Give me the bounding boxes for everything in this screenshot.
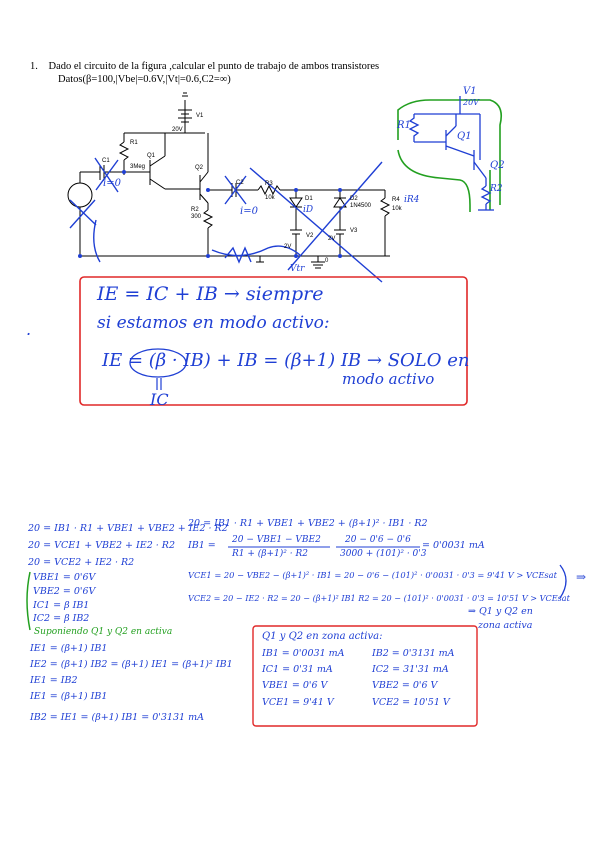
label-v2: V2 [306,233,314,239]
work-left2-0: IE1 = (β+1) IB1 [30,643,108,654]
work-ib1-lhs: IB1 = [188,540,216,551]
sketch-v1: V1 [463,86,477,97]
result-ib2: IB2 = 0'3131 mA [372,648,455,659]
sketch-v1-val: 20V [463,98,479,107]
work-ib1-num: 20 − VBE1 − VBE2 [232,535,321,545]
note-i0-left: i=0 [103,178,121,189]
sketch-r1: R1 [397,120,411,131]
label-v1: V1 [196,113,204,119]
label-q2: Q2 [195,165,204,171]
redbox-line4: modo activo [342,370,435,388]
work-left-0: 20 = IB1 · R1 + VBE1 + VBE2 + IE2 · R2 [28,523,228,534]
arrow-implies: ⇒ [576,570,587,584]
work-left2-2: IE1 = IB2 [30,675,78,686]
result-ic2: IC2 = 31'31 mA [372,664,449,675]
work-vce2: VCE2 = 20 − IE2 · R2 = 20 − (β+1)² IB1 R… [188,593,570,603]
sketch-q2: Q2 [490,160,505,171]
work-conclusion2: zona activa [478,620,533,631]
label-r2-val: 300 [191,214,202,220]
work-left2-4: IB2 = IE1 = (β+1) IB1 = 0'3131 mA [30,712,204,723]
work-conclusion1: ⇒ Q1 y Q2 en [468,606,533,617]
label-d2-part: 1N4500 [350,203,372,209]
green-ic2: IC2 = β IB2 [33,613,90,624]
label-v2-val: 2V [284,244,292,250]
work-ib1-den2: 3000 + (101)² · 0'3 [340,549,427,559]
redbox-line2: si estamos en modo activo: [97,313,330,333]
work-ib1-num2: 20 − 0'6 − 0'6 [345,535,411,545]
sketch-q1: Q1 [457,131,472,142]
label-v3: V3 [350,228,358,234]
stray-dot: . [26,320,32,339]
result-vbe2: VBE2 = 0'6 V [372,680,438,691]
problem-number: 1. [30,61,38,72]
green-vbe1: VBE1 = 0'6V [33,572,96,583]
result-title: Q1 y Q2 en zona activa: [262,631,383,642]
label-v3-val: 2V [328,236,336,242]
label-r2: R2 [191,207,199,213]
note-ir4: iR4 [404,195,420,205]
work-eq1: 20 = IB1 · R1 + VBE1 + VBE2 + (β+1)² · I… [188,518,428,529]
sketch-r2: R2 [490,184,503,194]
green-suponiendo: Suponiendo Q1 y Q2 en activa [34,627,173,637]
label-d1: D1 [305,196,313,202]
green-vbe2: VBE2 = 0'6V [33,586,96,597]
problem-data: Datos(β=100,|Vbe|=0.6V,|Vt|=0.6,C2=∞) [58,74,231,85]
result-vbe1: VBE1 = 0'6 V [262,680,328,691]
label-ground: 0 [325,258,329,264]
note-i0-mid: i=0 [240,206,258,217]
result-ib1: IB1 = 0'0031 mA [262,648,345,659]
label-v1-val: 20V [172,127,183,133]
label-r3: R3 [265,181,273,187]
label-r4-val: 10k [392,206,402,212]
work-ib1-res: = 0'0031 mA [422,540,485,551]
redbox-line1: IE = IC + IB → siempre [97,283,324,305]
label-r1-val: 3Meg [130,164,146,170]
work-left2-1: IE2 = (β+1) IB2 = (β+1) IE1 = (β+1)² IB1 [30,659,233,670]
redbox-line3: IE = (β · IB) + IB = (β+1) IB → SOLO en [102,350,470,371]
work-ib1-den: R1 + (β+1)² · R2 [232,549,308,559]
work-left-1: 20 = VCE1 + VBE2 + IE2 · R2 [28,540,176,551]
work-left2-3: IE1 = (β+1) IB1 [30,691,108,702]
green-ic1: IC1 = β IB1 [33,600,90,611]
label-q1: Q1 [147,153,156,159]
work-vce1: VCE1 = 20 − VBE2 − (β+1)² · IB1 = 20 − 0… [188,570,557,580]
note-id: iD [303,205,314,215]
problem-statement: Dado el circuito de la figura ,calcular … [48,61,380,72]
label-c1: C1 [102,158,110,164]
note-vtr: Vtr [290,264,305,274]
result-vce2: VCE2 = 10'51 V [372,697,450,708]
result-vce1: VCE1 = 9'41 V [262,697,334,708]
label-c2: C2 [236,180,244,186]
red-highlight-box [79,276,468,406]
result-ic1: IC1 = 0'31 mA [262,664,333,675]
work-left-2: 20 = VCE2 + IE2 · R2 [28,557,135,568]
label-r3-val: 10k [265,195,275,201]
label-r1: R1 [130,140,138,146]
label-r4: R4 [392,197,400,203]
redbox-ic: IC [150,390,169,409]
label-d2: D2 [350,196,358,202]
result-box [252,625,478,727]
